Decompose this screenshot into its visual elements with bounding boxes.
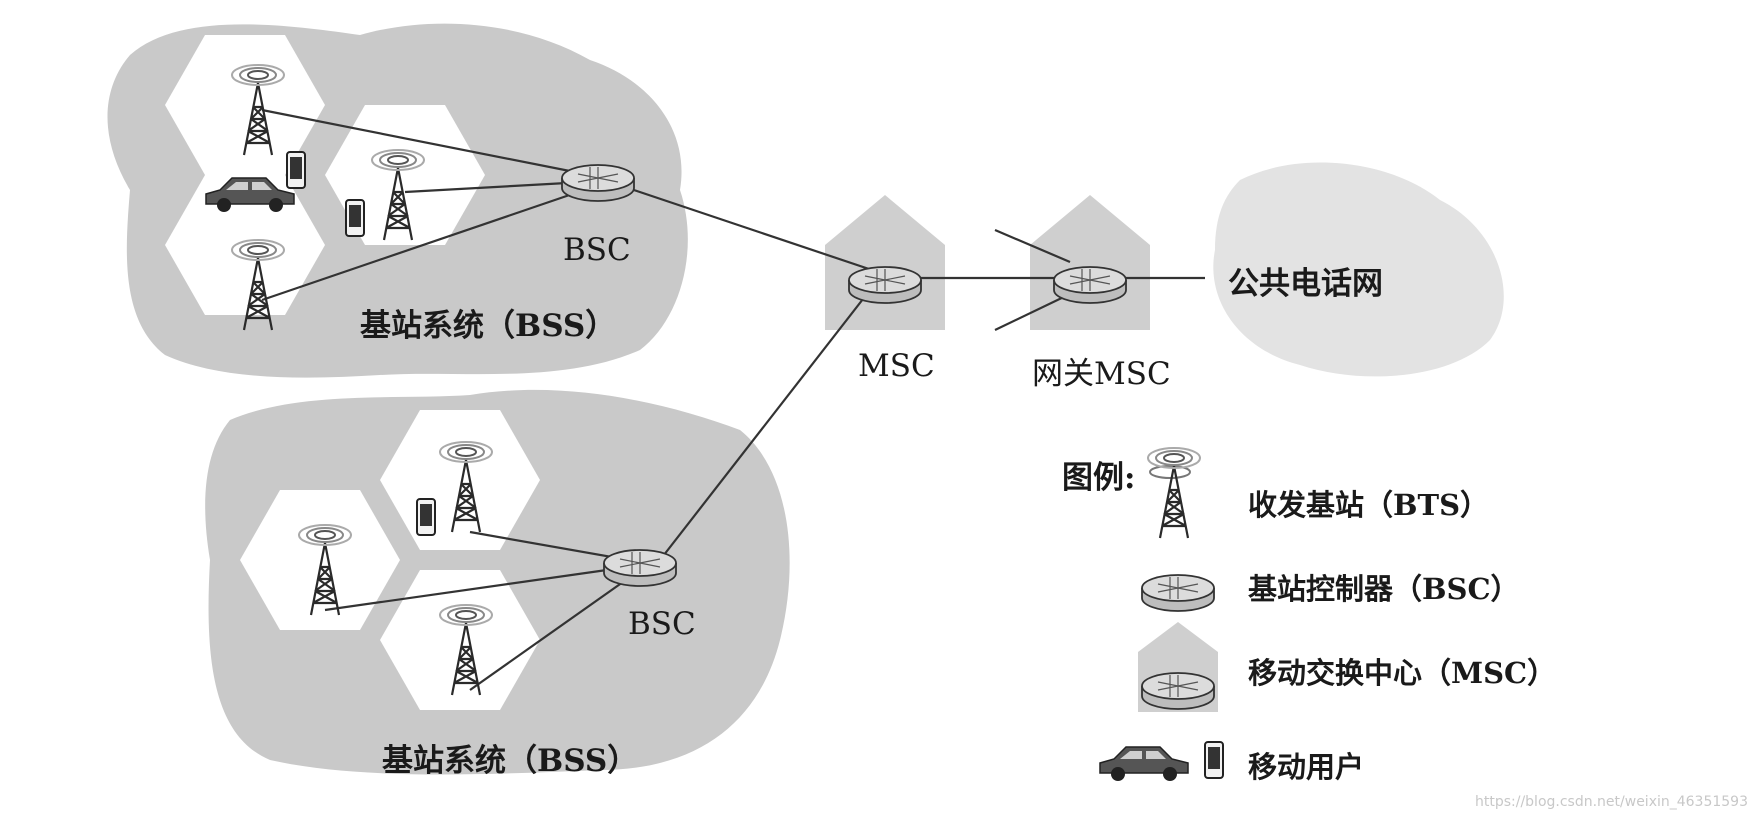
car-icon — [1099, 746, 1189, 782]
phone-icon — [286, 151, 306, 189]
bsc-router-icon — [561, 164, 635, 202]
links — [261, 108, 1205, 691]
legend-item-label: 移动交换中心（MSC） — [1248, 656, 1557, 690]
legend-item-label: 基站控制器（BSC） — [1248, 572, 1520, 606]
hex-cell — [165, 35, 325, 175]
watermark: https://blog.csdn.net/weixin_46351593 — [1474, 794, 1748, 810]
phone-icon — [1204, 741, 1224, 779]
legend-title: 图例: — [1062, 460, 1136, 496]
router-icon — [1141, 672, 1215, 710]
gateway-msc-building — [1030, 195, 1150, 330]
bsc-router-icon — [603, 549, 677, 587]
msc-label: MSC — [858, 348, 935, 384]
hex-cell — [325, 105, 485, 245]
bss-label-top: 基站系统（BSS） — [360, 308, 617, 344]
gateway-msc-label: 网关MSC — [1032, 356, 1171, 392]
bss-label-bottom: 基站系统（BSS） — [382, 743, 639, 779]
bsc-label-bottom: BSC — [628, 606, 696, 642]
hex-cell — [240, 490, 400, 630]
gateway-msc-router-icon — [1053, 266, 1127, 304]
bsc-label-top: BSC — [563, 232, 631, 268]
hex-cell — [380, 570, 540, 710]
pstn-label: 公共电话网 — [1228, 266, 1383, 302]
msc-router-icon — [848, 266, 922, 304]
legend-item-label: 移动用户 — [1248, 750, 1365, 784]
phone-icon — [416, 498, 436, 536]
msc-building — [825, 195, 945, 330]
phone-icon — [345, 199, 365, 237]
legend-item-label: 收发基站（BTS） — [1248, 488, 1490, 522]
tower-icon — [1146, 446, 1202, 540]
router-icon — [1141, 574, 1215, 612]
pstn-cloud — [1213, 162, 1504, 377]
